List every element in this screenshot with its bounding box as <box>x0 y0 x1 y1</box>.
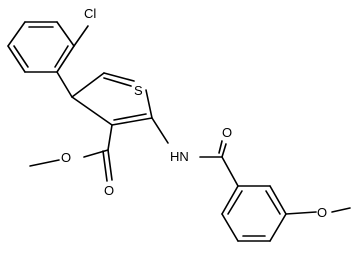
bond <box>56 45 75 73</box>
bond <box>107 149 113 181</box>
bond <box>151 117 169 144</box>
bond <box>103 77 132 87</box>
bond <box>54 45 69 68</box>
methoxy-oxygen-label: O <box>317 205 327 220</box>
bond <box>73 25 89 47</box>
bond <box>227 190 243 215</box>
bond <box>145 89 153 119</box>
bond <box>71 72 105 98</box>
bond <box>7 45 26 73</box>
bond <box>107 124 113 151</box>
bond <box>221 185 239 215</box>
bond <box>29 159 60 167</box>
bond <box>56 21 75 47</box>
bond <box>71 96 113 126</box>
atom-labels: Cl S O O HN O O <box>61 6 327 220</box>
bond <box>221 143 227 158</box>
bond <box>113 113 147 121</box>
bond <box>56 71 73 98</box>
bond <box>111 117 153 126</box>
carbonyl-oxygen-label: O <box>104 183 114 198</box>
bond <box>221 213 239 242</box>
bond <box>221 156 239 187</box>
bond <box>269 185 287 215</box>
chlorine-label: Cl <box>84 6 96 21</box>
bond <box>269 213 287 242</box>
bonds <box>7 21 351 242</box>
bond <box>218 140 223 154</box>
bond <box>265 190 281 215</box>
bond <box>331 207 351 213</box>
amide-oxygen-label: O <box>222 125 232 140</box>
bond <box>103 72 135 82</box>
ester-oxygen-label: O <box>61 150 71 165</box>
bond <box>13 45 29 68</box>
sulfur-label: S <box>134 83 143 98</box>
bond <box>7 21 26 47</box>
bond <box>285 211 317 215</box>
bond <box>102 150 108 182</box>
bond <box>83 149 109 158</box>
amide-nh-label: HN <box>170 149 189 164</box>
